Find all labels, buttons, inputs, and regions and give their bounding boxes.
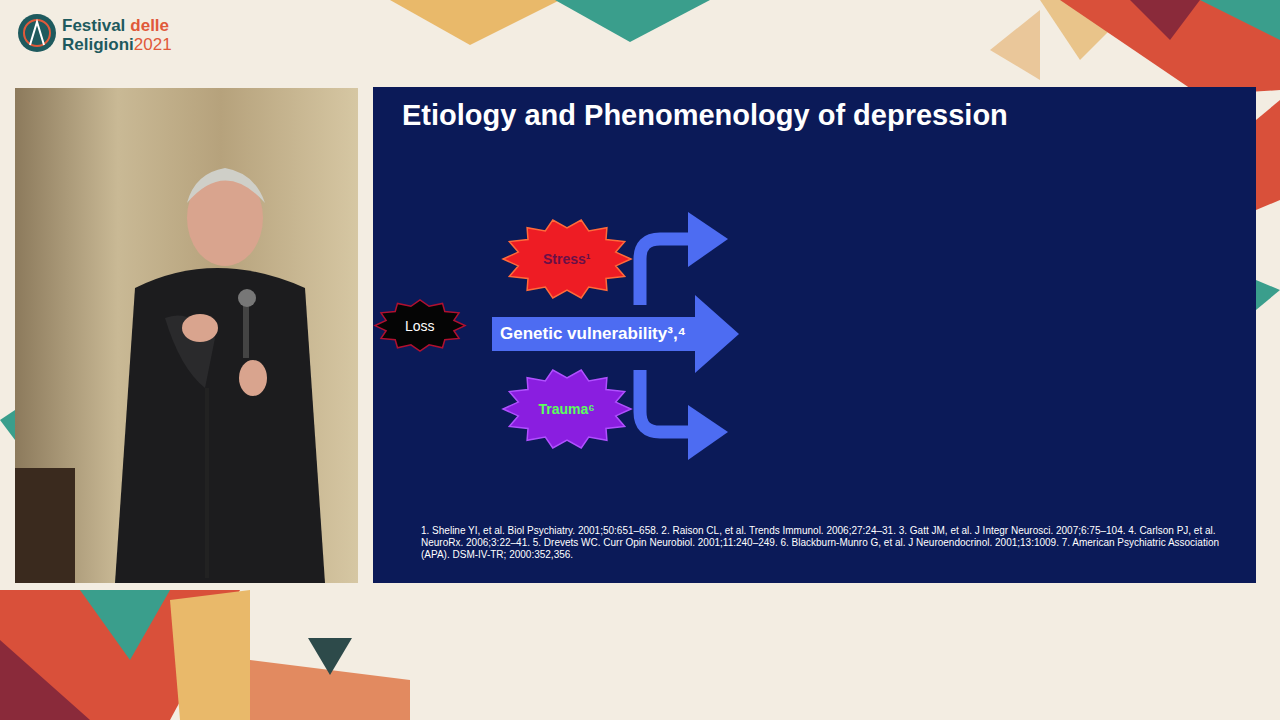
node-label: Trauma⁶ [539, 401, 595, 417]
node-label: Stress¹ [543, 251, 590, 267]
festival-logo: Festival delleReligioni2021 [62, 16, 172, 54]
slide-title: Etiology and Phenomenology of depression [402, 99, 1008, 132]
logo-word: delle [130, 16, 169, 35]
logo-line: Religioni2021 [62, 35, 172, 54]
node-label: Genetic vulnerability³,⁴ [500, 324, 686, 344]
logo-word: Festival [62, 16, 125, 35]
starburst-outline [503, 220, 631, 298]
speaker-photo [15, 88, 358, 583]
arrow-box: Genetic vulnerability³,⁴ [492, 295, 739, 373]
logo-year: 2021 [134, 35, 172, 54]
starburst-node: Loss [375, 300, 465, 351]
starburst-node: Trauma⁶ [503, 369, 631, 449]
reference-footnote: 1. Sheline YI, et al. Biol Psychiatry. 2… [421, 525, 1231, 561]
starburst-outline [503, 370, 631, 448]
logo-word: Religioni [62, 35, 134, 54]
arrow-outline [492, 295, 739, 373]
logo-line: Festival delle [62, 16, 172, 35]
starburst-node: Stress¹ [503, 219, 631, 299]
node-label: Loss [405, 318, 435, 334]
starburst-outline [375, 300, 465, 351]
slide-panel: Etiology and Phenomenology of depression… [373, 87, 1256, 583]
